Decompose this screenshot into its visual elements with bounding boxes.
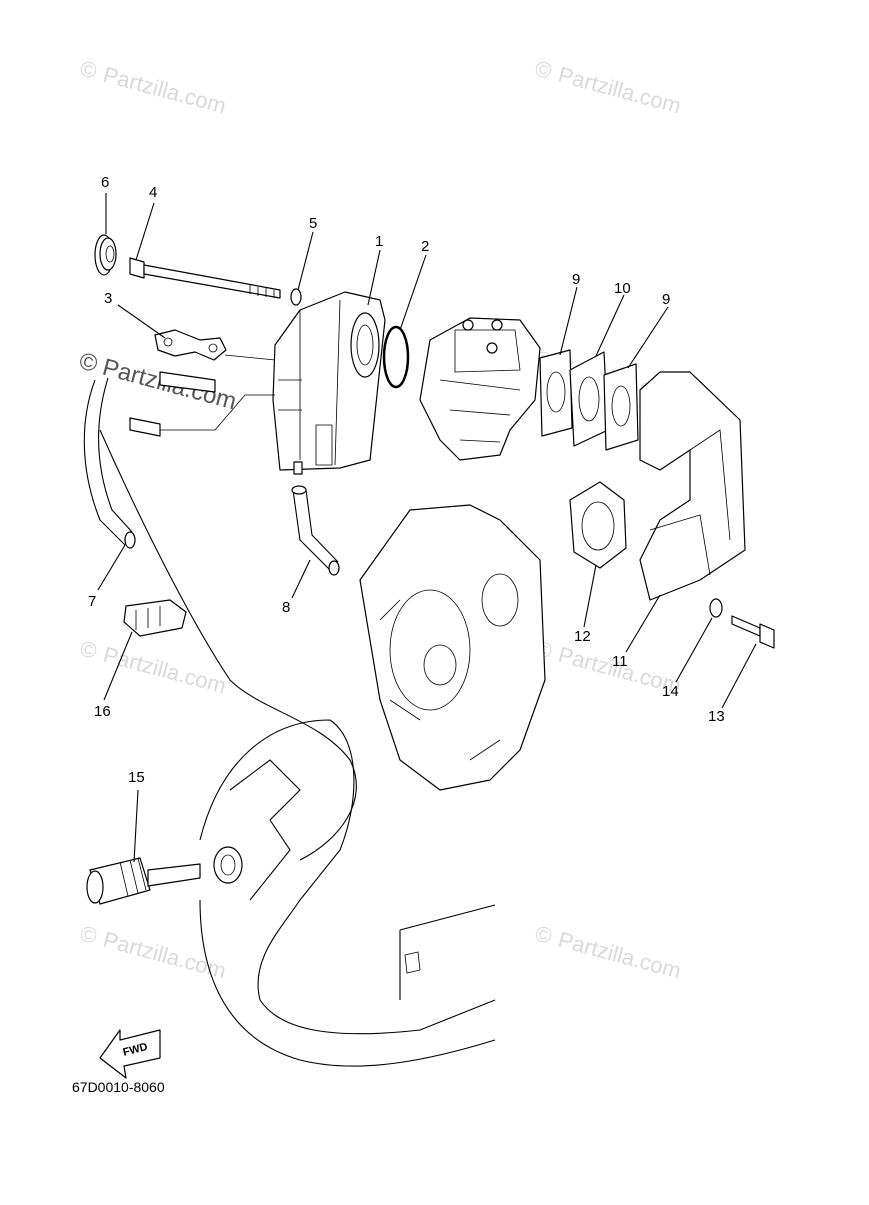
part-3-clip — [154, 329, 227, 361]
diagram-code: 67D0010-8060 — [72, 1079, 165, 1095]
part-16-clip — [123, 599, 187, 637]
part-9-gasket-left — [539, 349, 573, 437]
callout-16: 16 — [94, 703, 111, 720]
watermark-text: Partzilla.com — [101, 927, 229, 984]
callout-11: 11 — [612, 653, 628, 670]
leader-lines — [97, 193, 757, 863]
part-2-o-ring — [382, 325, 410, 389]
watermark-copyright: © — [77, 636, 99, 664]
part-14-washer — [709, 598, 723, 618]
callout-14: 14 — [662, 683, 679, 700]
part-12-gasket — [569, 481, 627, 569]
callout-9-right: 9 — [662, 291, 670, 308]
watermark-copyright: © — [77, 56, 99, 84]
watermark-copyright: © — [532, 921, 554, 949]
callouts: 6 4 5 1 2 3 9 10 9 7 8 12 11 14 13 15 16 — [88, 174, 725, 786]
callout-8: 8 — [282, 599, 290, 616]
part-7-hose — [83, 377, 136, 549]
part-8-hose — [291, 485, 340, 576]
part-4-bolt — [129, 257, 281, 299]
part-11-manifold — [639, 371, 746, 601]
carburetor — [419, 317, 541, 461]
callout-4: 4 — [149, 184, 157, 201]
callout-6: 6 — [101, 174, 109, 191]
watermark-copyright: © — [76, 347, 100, 378]
long-hose — [99, 429, 357, 861]
callout-3: 3 — [104, 290, 112, 307]
engine-block — [359, 504, 546, 791]
lower-cowling — [199, 719, 496, 1067]
callout-15: 15 — [128, 769, 145, 786]
callout-10: 10 — [614, 280, 631, 297]
callout-1: 1 — [375, 233, 383, 250]
part-6-grommet — [94, 234, 117, 276]
watermark-copyright: © — [77, 921, 99, 949]
part-5-washer — [290, 288, 302, 306]
part-15-knob — [86, 846, 243, 905]
watermark-text: Partzilla.com — [556, 927, 684, 984]
fuel-hoses — [129, 354, 276, 437]
watermark-text: Partzilla.com — [101, 62, 229, 119]
part-13-bolt — [731, 615, 775, 649]
callout-5: 5 — [309, 215, 317, 232]
callout-9-left: 9 — [572, 271, 580, 288]
part-1-housing — [272, 291, 386, 475]
callout-2: 2 — [421, 238, 429, 255]
callout-7: 7 — [88, 593, 96, 610]
callout-13: 13 — [708, 708, 725, 725]
watermark-copyright: © — [532, 56, 554, 84]
part-9-gasket-right — [603, 363, 639, 451]
fwd-arrow: FWD — [99, 1029, 161, 1079]
callout-12: 12 — [574, 628, 591, 645]
watermark-text: Partzilla.com — [101, 642, 229, 699]
watermark-text: Partzilla.com — [556, 62, 684, 119]
